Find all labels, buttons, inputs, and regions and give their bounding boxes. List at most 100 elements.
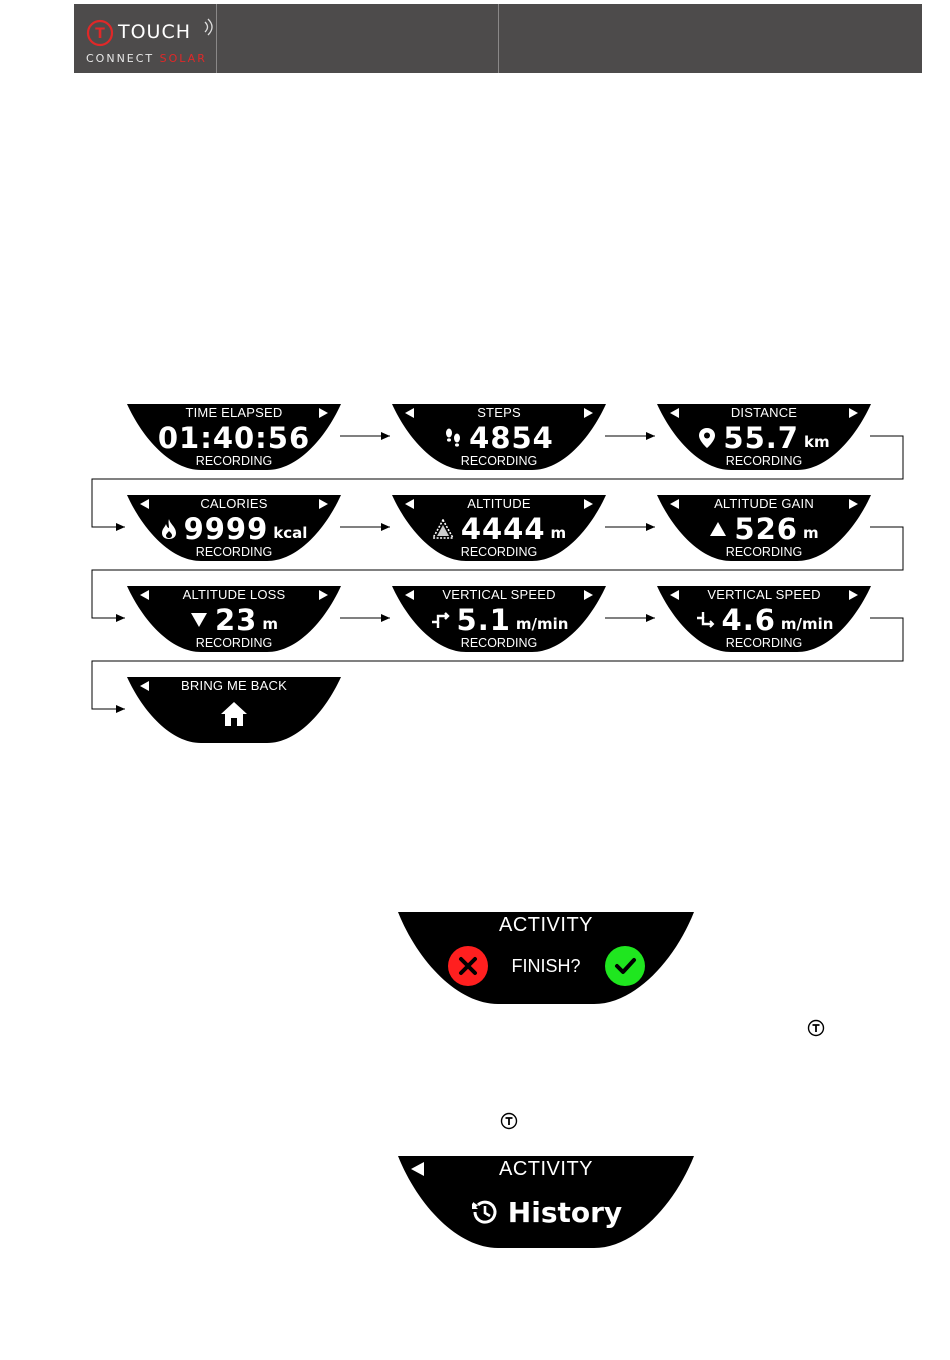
screen-title: ALTITUDE GAIN <box>714 496 814 511</box>
screen-time-elapsed: TIME ELAPSED 01:40:56 RECORDING <box>127 404 341 470</box>
finish-question: FINISH? <box>511 956 581 976</box>
screen-value-row: 9999 kcal <box>127 512 341 546</box>
brand-subtitle: CONNECT SOLAR <box>86 52 207 65</box>
header-divider <box>498 4 499 73</box>
screen-value: 01:40:56 <box>157 421 311 455</box>
screen-title: VERTICAL SPEED <box>442 587 556 602</box>
screen-status: RECORDING <box>725 454 803 468</box>
prev-arrow-icon <box>411 1162 424 1176</box>
screen-activity-finish: ACTIVITY FINISH? <box>398 912 694 1004</box>
screen-value-row <box>127 699 341 733</box>
prev-arrow-icon <box>140 590 149 600</box>
prev-arrow-icon <box>405 499 414 509</box>
mountain-icon <box>431 519 454 539</box>
screen-unit: m/min <box>780 615 834 633</box>
screen-value: 4.6 <box>721 603 776 637</box>
screen-altitude-gain: ALTITUDE GAIN 526 m RECORDING <box>657 495 871 561</box>
screen-title: CALORIES <box>200 496 268 511</box>
screen-value: 4444 <box>460 512 546 546</box>
screen-unit: kcal <box>273 524 308 542</box>
prev-arrow-icon <box>405 408 414 418</box>
ascent-icon <box>430 611 450 629</box>
screen-status: RECORDING <box>195 454 273 468</box>
next-arrow-icon <box>849 408 858 418</box>
home-icon <box>220 701 248 731</box>
screen-value-row: 4854 <box>392 421 606 455</box>
descent-icon <box>695 611 715 629</box>
screen-activity-history: ACTIVITY History <box>398 1156 694 1248</box>
screen-value-row: 5.1 m/min <box>392 603 606 637</box>
close-icon <box>448 946 488 986</box>
screen-unit: m <box>262 615 278 633</box>
flame-icon <box>161 518 177 540</box>
up-triangle-icon <box>709 521 727 537</box>
next-arrow-icon <box>584 408 593 418</box>
screen-title: ALTITUDE <box>467 496 531 511</box>
screen-value-row: 01:40:56 <box>127 421 341 455</box>
screen-status: RECORDING <box>460 454 538 468</box>
screen-value: 5.1 <box>456 603 511 637</box>
screen-status: RECORDING <box>460 636 538 650</box>
prev-arrow-icon <box>670 408 679 418</box>
screen-value-row: 4.6 m/min <box>657 603 871 637</box>
screen-value: 55.7 <box>723 421 799 455</box>
brand-name: TOUCH <box>118 21 192 43</box>
screen-title: STEPS <box>477 405 521 420</box>
next-arrow-icon <box>849 590 858 600</box>
prev-arrow-icon <box>140 499 149 509</box>
prev-arrow-icon <box>670 590 679 600</box>
brand-logo: T <box>84 16 216 68</box>
screen-value-row: 4444 m <box>392 512 606 546</box>
screen-unit: m <box>550 524 567 542</box>
screen-altitude-loss: ALTITUDE LOSS 23 m RECORDING <box>127 586 341 652</box>
history-label: History <box>507 1195 623 1229</box>
brand-sub-connect: CONNECT <box>86 52 155 65</box>
prev-arrow-icon <box>405 590 414 600</box>
screen-value-row: 55.7 km <box>657 421 871 455</box>
next-arrow-icon <box>849 499 858 509</box>
location-pin-icon <box>698 427 716 449</box>
screen-vertical-speed-up: VERTICAL SPEED 5.1 m/min RECORDING <box>392 586 606 652</box>
next-arrow-icon <box>584 499 593 509</box>
footprints-icon <box>444 427 462 449</box>
screen-calories: CALORIES 9999 kcal RECORDING <box>127 495 341 561</box>
screen-bring-me-back: BRING ME BACK <box>127 677 341 743</box>
screen-value: 9999 <box>183 512 269 546</box>
cancel-button[interactable] <box>448 946 488 986</box>
screen-altitude: ALTITUDE 4444 m RECORDING <box>392 495 606 561</box>
screen-title: TIME ELAPSED <box>185 405 283 420</box>
t-button-icon <box>807 1019 825 1041</box>
next-arrow-icon <box>319 590 328 600</box>
screen-title: ALTITUDE LOSS <box>182 587 286 602</box>
next-arrow-icon <box>319 499 328 509</box>
screen-title: DISTANCE <box>730 405 798 420</box>
check-icon <box>605 946 645 986</box>
prev-arrow-icon <box>140 681 149 691</box>
screen-status: RECORDING <box>460 545 538 559</box>
screen-title: BRING ME BACK <box>181 678 287 693</box>
history-clock-icon <box>470 1197 500 1227</box>
next-arrow-icon <box>584 590 593 600</box>
screen-unit: km <box>803 433 830 451</box>
screen-value-row: 23 m <box>127 603 341 637</box>
brand-logo-mark: T <box>86 18 213 47</box>
screen-status: RECORDING <box>725 636 803 650</box>
screen-vertical-speed-down: VERTICAL SPEED 4.6 m/min RECORDING <box>657 586 871 652</box>
history-row: History <box>398 1192 694 1232</box>
screen-value-row: 526 m <box>657 512 871 546</box>
screen-status: RECORDING <box>195 545 273 559</box>
screen-unit: m/min <box>515 615 569 633</box>
screen-unit: m <box>802 524 819 542</box>
screen-status: RECORDING <box>195 636 273 650</box>
screen-value: 4854 <box>469 421 554 455</box>
screen-status: RECORDING <box>725 545 803 559</box>
confirm-button[interactable] <box>605 946 645 986</box>
down-triangle-icon <box>190 612 208 628</box>
header-divider <box>216 4 217 73</box>
screen-value: 23 <box>215 603 258 637</box>
brand-sub-solar: SOLAR <box>159 52 207 65</box>
screen-title: VERTICAL SPEED <box>707 587 821 602</box>
screen-title: ACTIVITY <box>498 914 593 936</box>
screen-steps: STEPS 4854 RECORDING <box>392 404 606 470</box>
t-button-icon <box>500 1112 518 1134</box>
